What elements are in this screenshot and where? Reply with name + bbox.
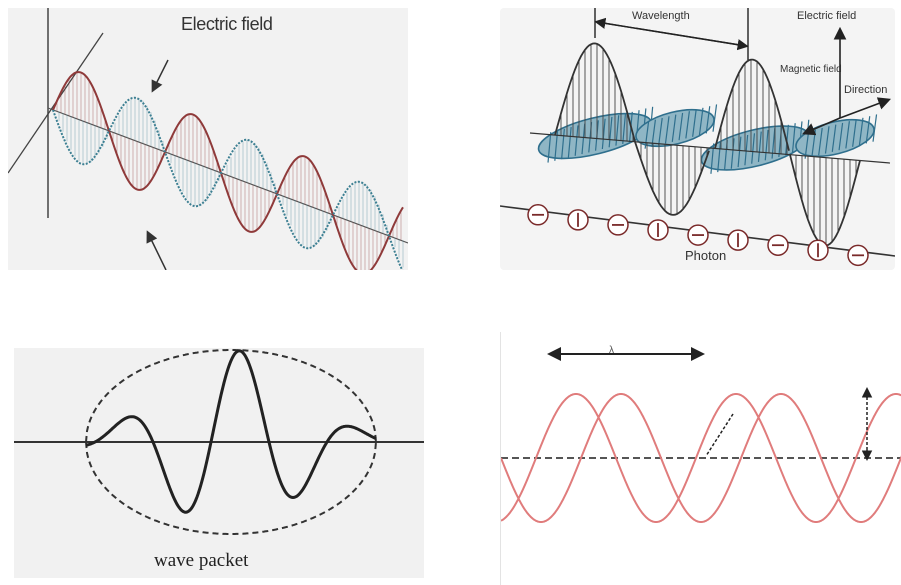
magnetic-field-hatching bbox=[58, 97, 404, 268]
magnetic-hatch bbox=[737, 136, 742, 168]
magnetic-hatch bbox=[845, 121, 850, 149]
electric-lobe bbox=[634, 141, 710, 216]
magnetic-hatch bbox=[692, 109, 697, 137]
photon-sequence bbox=[527, 204, 869, 267]
em-wave-diagram-2 bbox=[500, 8, 895, 267]
electric-lobe bbox=[714, 58, 790, 151]
electric-field-hatching bbox=[56, 72, 402, 270]
electric-field-label: Electric field bbox=[181, 14, 273, 34]
magnetic-hatch bbox=[791, 123, 796, 154]
lambda-label: λ bbox=[609, 345, 614, 356]
em-wave-panel-1: Electric field bbox=[8, 8, 408, 270]
phase-waves-diagram bbox=[501, 347, 901, 523]
magnetic-hatch bbox=[858, 117, 864, 146]
magnetic-hatch bbox=[547, 132, 552, 163]
magnetic-hatch bbox=[831, 124, 837, 152]
magnetic-hatch bbox=[757, 131, 762, 163]
wave-packet-label: wave packet bbox=[154, 550, 249, 571]
magnetic-hatch bbox=[664, 116, 670, 144]
wave-packet-diagram bbox=[14, 349, 424, 535]
magnetic-field-wave bbox=[52, 96, 404, 270]
magnetic-hatch bbox=[644, 121, 650, 149]
magnetic-hatch bbox=[651, 119, 657, 148]
magnetic-hatch bbox=[865, 116, 871, 144]
em-wave-panel-2: Wavelength Electric field Magnetic field… bbox=[500, 8, 895, 270]
phase-shift-line bbox=[705, 413, 734, 457]
electric-field-wave bbox=[52, 71, 404, 270]
magnetic-hatch bbox=[824, 126, 830, 154]
magnetic-field-lobes bbox=[537, 104, 878, 174]
electric-lobe bbox=[554, 42, 636, 143]
magnetic-hatch bbox=[712, 104, 718, 132]
wavelength-label: Wavelength bbox=[632, 10, 690, 22]
wavelength-arrow-back bbox=[594, 17, 747, 47]
electric-lobe bbox=[789, 154, 861, 247]
magnetic-field-axis-arrow bbox=[802, 117, 841, 136]
envelope-lower bbox=[85, 441, 377, 535]
magnetic-hatch bbox=[698, 107, 704, 136]
magnetic-field-axis-label: Magnetic field bbox=[780, 64, 842, 75]
magnetic-hatch bbox=[601, 118, 606, 150]
magnetic-hatch bbox=[872, 114, 878, 142]
magnetic-hatch bbox=[818, 127, 823, 156]
wave-packet-curve bbox=[85, 349, 377, 514]
wave-b bbox=[501, 393, 901, 523]
electric-field-axis-label: Electric field bbox=[797, 10, 857, 22]
label-pointer-arrow bbox=[151, 59, 169, 93]
magnetic-hatch bbox=[705, 106, 711, 134]
em-wave-diagram-1 bbox=[8, 8, 408, 270]
magnetic-hatch bbox=[751, 133, 756, 164]
magnetic-hatch bbox=[685, 111, 690, 139]
direction-axis-arrow bbox=[839, 97, 891, 119]
magnetic-hatch bbox=[608, 116, 613, 148]
wave-a bbox=[501, 393, 901, 523]
magnetic-hatch bbox=[658, 117, 663, 146]
magnetic-hatch bbox=[717, 141, 722, 173]
magnetic-hatch bbox=[561, 128, 565, 160]
magnetic-hatch bbox=[567, 127, 572, 158]
wave-packet-panel: wave packet bbox=[14, 348, 424, 578]
magnetic-hatch bbox=[744, 134, 749, 166]
magnetic-hatch bbox=[574, 125, 579, 156]
magnetic-hatch bbox=[671, 114, 677, 142]
photon-label: Photon bbox=[685, 248, 727, 263]
electric-field-lobes bbox=[554, 42, 861, 247]
magnetic-hatch bbox=[838, 122, 844, 151]
wave-axis bbox=[529, 132, 891, 164]
magnetic-hatch bbox=[730, 138, 735, 169]
propagation-axis bbox=[47, 107, 408, 244]
magnetic-hatch bbox=[581, 123, 586, 155]
magnetic-hatch bbox=[804, 131, 810, 159]
magnetic-hatch bbox=[764, 129, 769, 161]
magnetic-hatch bbox=[678, 112, 684, 141]
direction-axis-label: Direction bbox=[844, 84, 888, 96]
magnetic-hatch bbox=[622, 113, 627, 144]
lower-pointer-arrow bbox=[146, 230, 167, 270]
phase-waves-panel: λ bbox=[500, 332, 901, 585]
magnetic-hatch bbox=[852, 119, 857, 147]
